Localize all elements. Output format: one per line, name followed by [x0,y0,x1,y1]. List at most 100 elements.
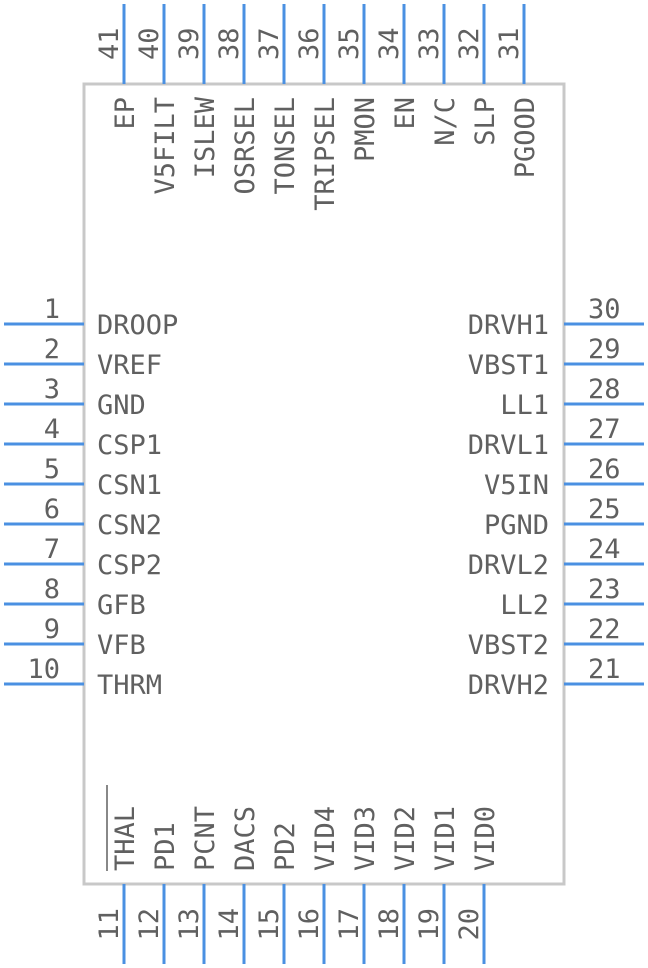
pin-number-5: 5 [44,454,60,485]
pin-label-24: DRVL2 [468,550,549,581]
pin-number-25: 25 [588,494,621,525]
pin-label-26: V5IN [484,470,549,501]
pin-number-34: 34 [374,27,405,60]
pin-label-4: CSP1 [97,430,162,461]
pin-label-35: PMON [350,97,381,162]
pin-number-11: 11 [94,908,125,941]
pin-14: 14 DACS [214,806,261,964]
pin-number-35: 35 [334,27,365,60]
pin-number-29: 29 [588,334,621,365]
pin-label-8: GFB [97,590,146,621]
pin-number-3: 3 [44,374,60,405]
pin-label-20: VID0 [470,806,501,871]
pin-number-30: 30 [588,294,621,325]
pin-label-1: DROOP [97,310,178,341]
pin-label-27: DRVL1 [468,430,549,461]
pin-label-18: VID2 [390,806,421,871]
pin-label-31: PGOOD [510,97,541,178]
pin-label-5: CSN1 [97,470,162,501]
pin-number-13: 13 [174,908,205,941]
pin-label-14: DACS [230,806,261,871]
pin-label-22: VBST2 [468,630,549,661]
pin-33: 33N/C [414,4,461,146]
pin-label-13: PCNT [190,806,221,871]
pin-label-25: PGND [484,510,549,541]
pin-number-14: 14 [214,908,245,941]
pin-label-30: DRVH1 [468,310,549,341]
pin-label-3: GND [97,390,146,421]
pin-number-38: 38 [214,27,245,60]
pin-label-2: VREF [97,350,162,381]
pin-label-9: VFB [97,630,146,661]
pin-label-38: OSRSEL [230,97,261,195]
pin-label-16: VID4 [310,806,341,871]
pin-number-1: 1 [44,294,60,325]
pin-number-33: 33 [414,27,445,60]
pin-number-22: 22 [588,614,621,645]
pin-number-9: 9 [44,614,60,645]
pin-label-6: CSN2 [97,510,162,541]
pin-13: 13 PCNT [174,806,221,964]
pin-number-31: 31 [494,27,525,60]
pin-number-4: 4 [44,414,60,445]
pin-label-23: LL2 [500,590,549,621]
pin-number-7: 7 [44,534,60,565]
pin-number-6: 6 [44,494,60,525]
pin-number-36: 36 [294,27,325,60]
pin-label-33: N/C [430,97,461,146]
pin-number-10: 10 [27,654,60,685]
pin-number-8: 8 [44,574,60,605]
pin-label-41: EP [110,97,141,130]
pin-label-29: VBST1 [468,350,549,381]
pin-label-10: THRM [97,670,162,701]
pin-label-15: PD2 [270,822,301,871]
pin-label-7: CSP2 [97,550,162,581]
pin-number-17: 17 [334,908,365,941]
pin-label-11: THAL [110,806,141,871]
pin-label-40: V5FILT [150,97,181,195]
pin-number-19: 19 [414,908,445,941]
pin-number-21: 21 [588,654,621,685]
pin-number-20: 20 [454,908,485,941]
pin-number-32: 32 [454,27,485,60]
pin-label-21: DRVH2 [468,670,549,701]
pin-label-28: LL1 [500,390,549,421]
pin-number-26: 26 [588,454,621,485]
pin-number-24: 24 [588,534,621,565]
pin-label-39: ISLEW [190,96,221,178]
pin-number-28: 28 [588,374,621,405]
